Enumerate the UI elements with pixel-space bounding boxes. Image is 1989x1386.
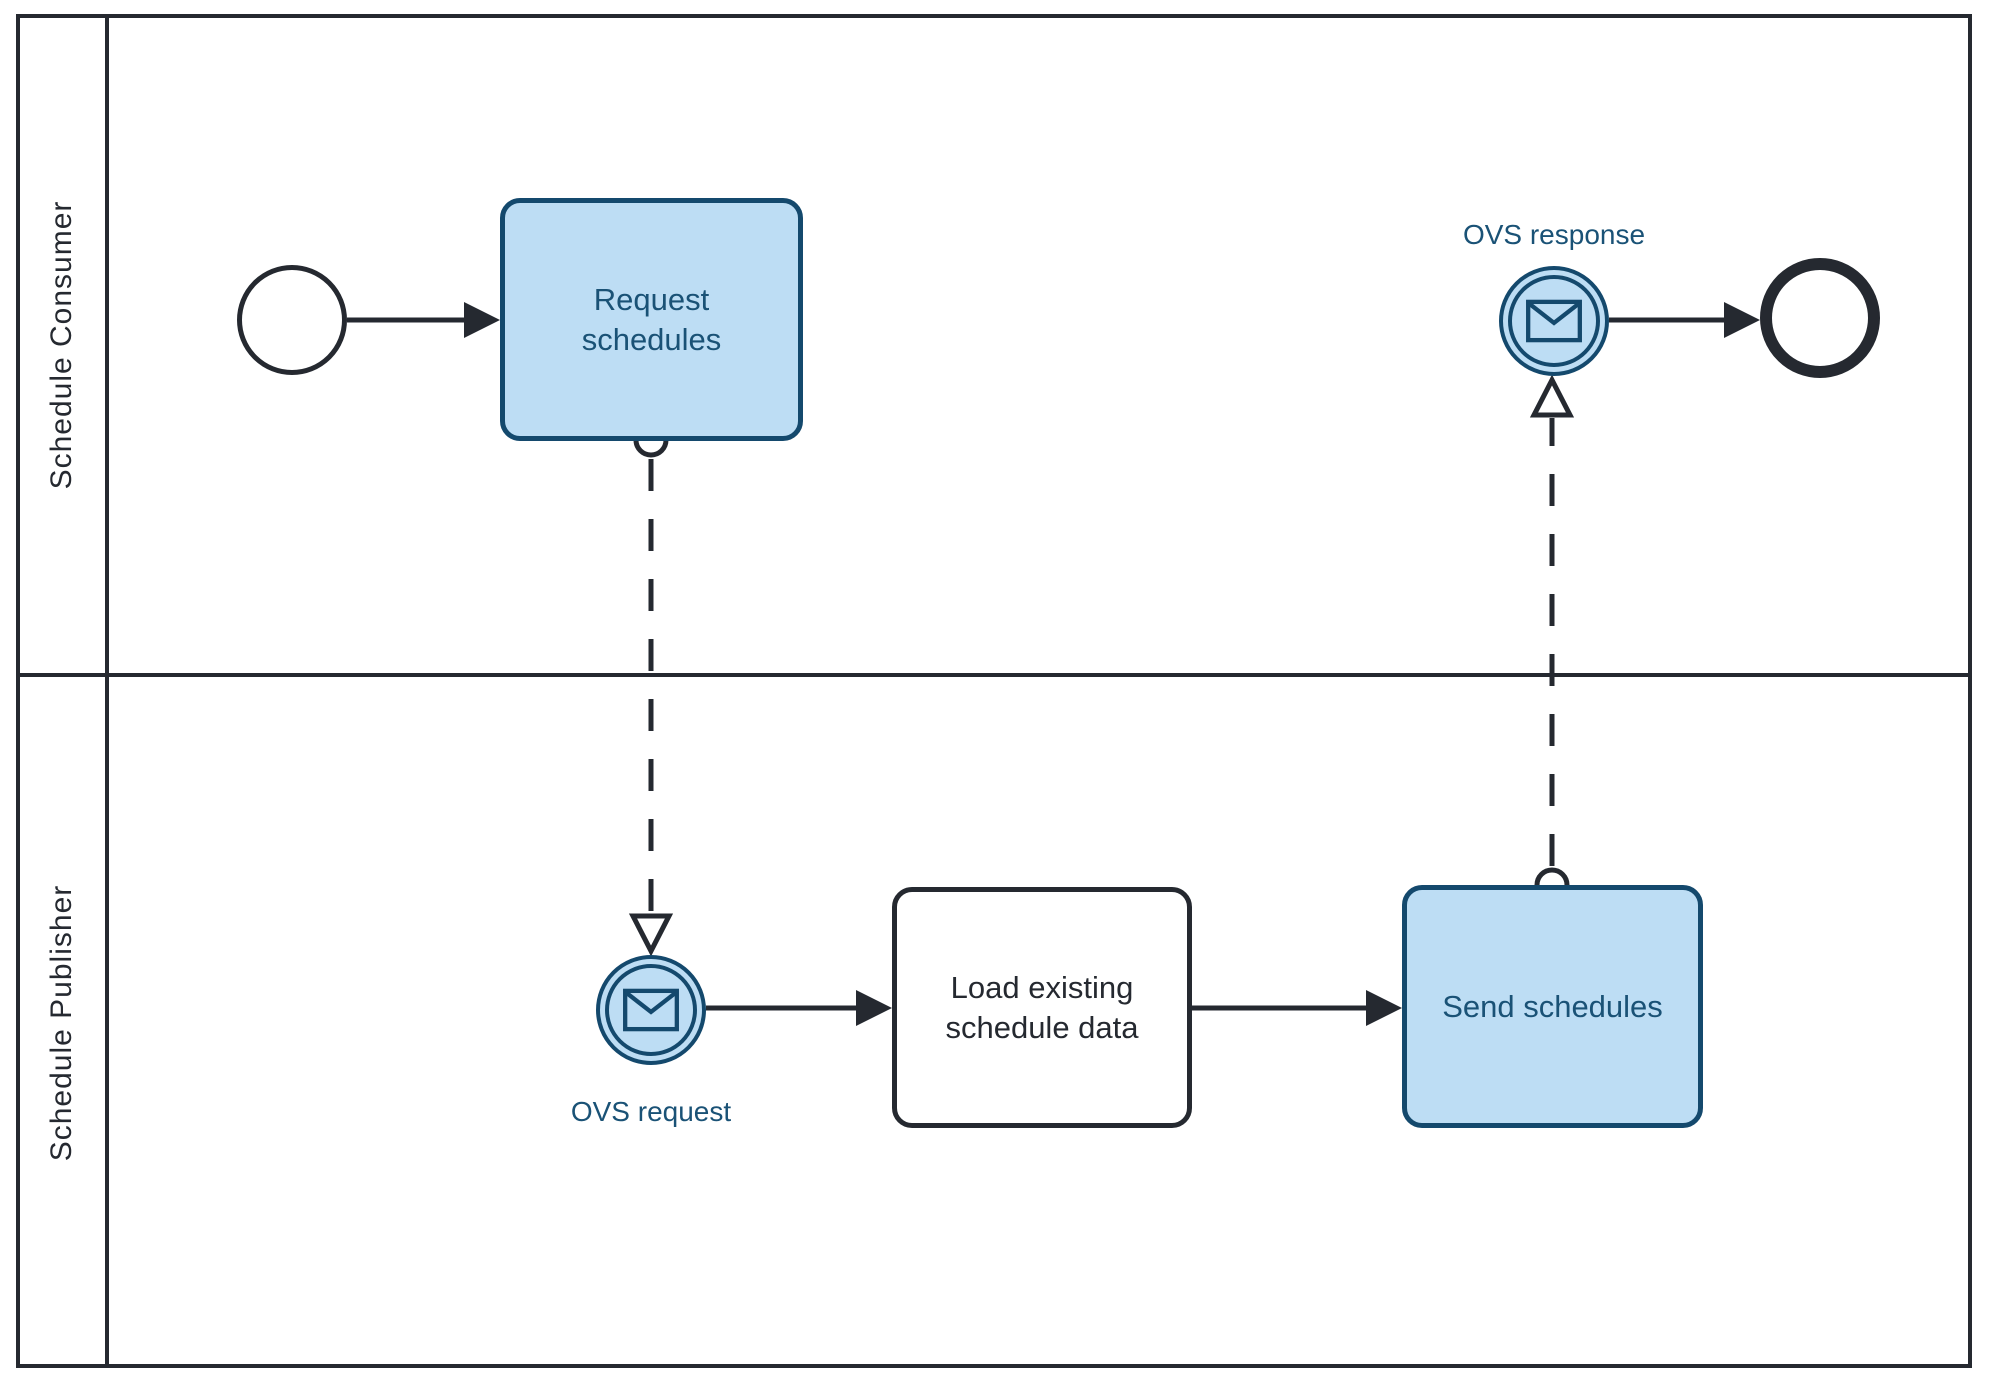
start-event <box>237 265 347 375</box>
lane-label-column-divider <box>105 14 109 1368</box>
lane-label-schedule-publisher: Schedule Publisher <box>45 884 78 1162</box>
message-event-ovs-request <box>596 955 706 1065</box>
task-send-schedules: Send schedules <box>1402 885 1703 1128</box>
task-load-existing-schedule-data-label: Load existing schedule data <box>945 969 1139 1045</box>
task-load-existing-schedule-data: Load existing schedule data <box>892 887 1192 1128</box>
lane-label-schedule-consumer: Schedule Consumer <box>45 200 78 490</box>
end-event <box>1760 258 1880 378</box>
task-request-schedules-label: Request schedules <box>581 281 722 357</box>
pool-border <box>16 14 1972 1368</box>
task-request-schedules: Request schedules <box>500 198 803 441</box>
lane-divider <box>16 673 1972 677</box>
event-inner-ring <box>605 964 697 1056</box>
event-label-ovs-response: OVS response <box>1462 219 1646 250</box>
event-inner-ring <box>1508 275 1600 367</box>
message-event-ovs-response <box>1499 266 1609 376</box>
event-label-ovs-request: OVS request <box>570 1096 732 1127</box>
task-send-schedules-label: Send schedules <box>1442 988 1663 1024</box>
